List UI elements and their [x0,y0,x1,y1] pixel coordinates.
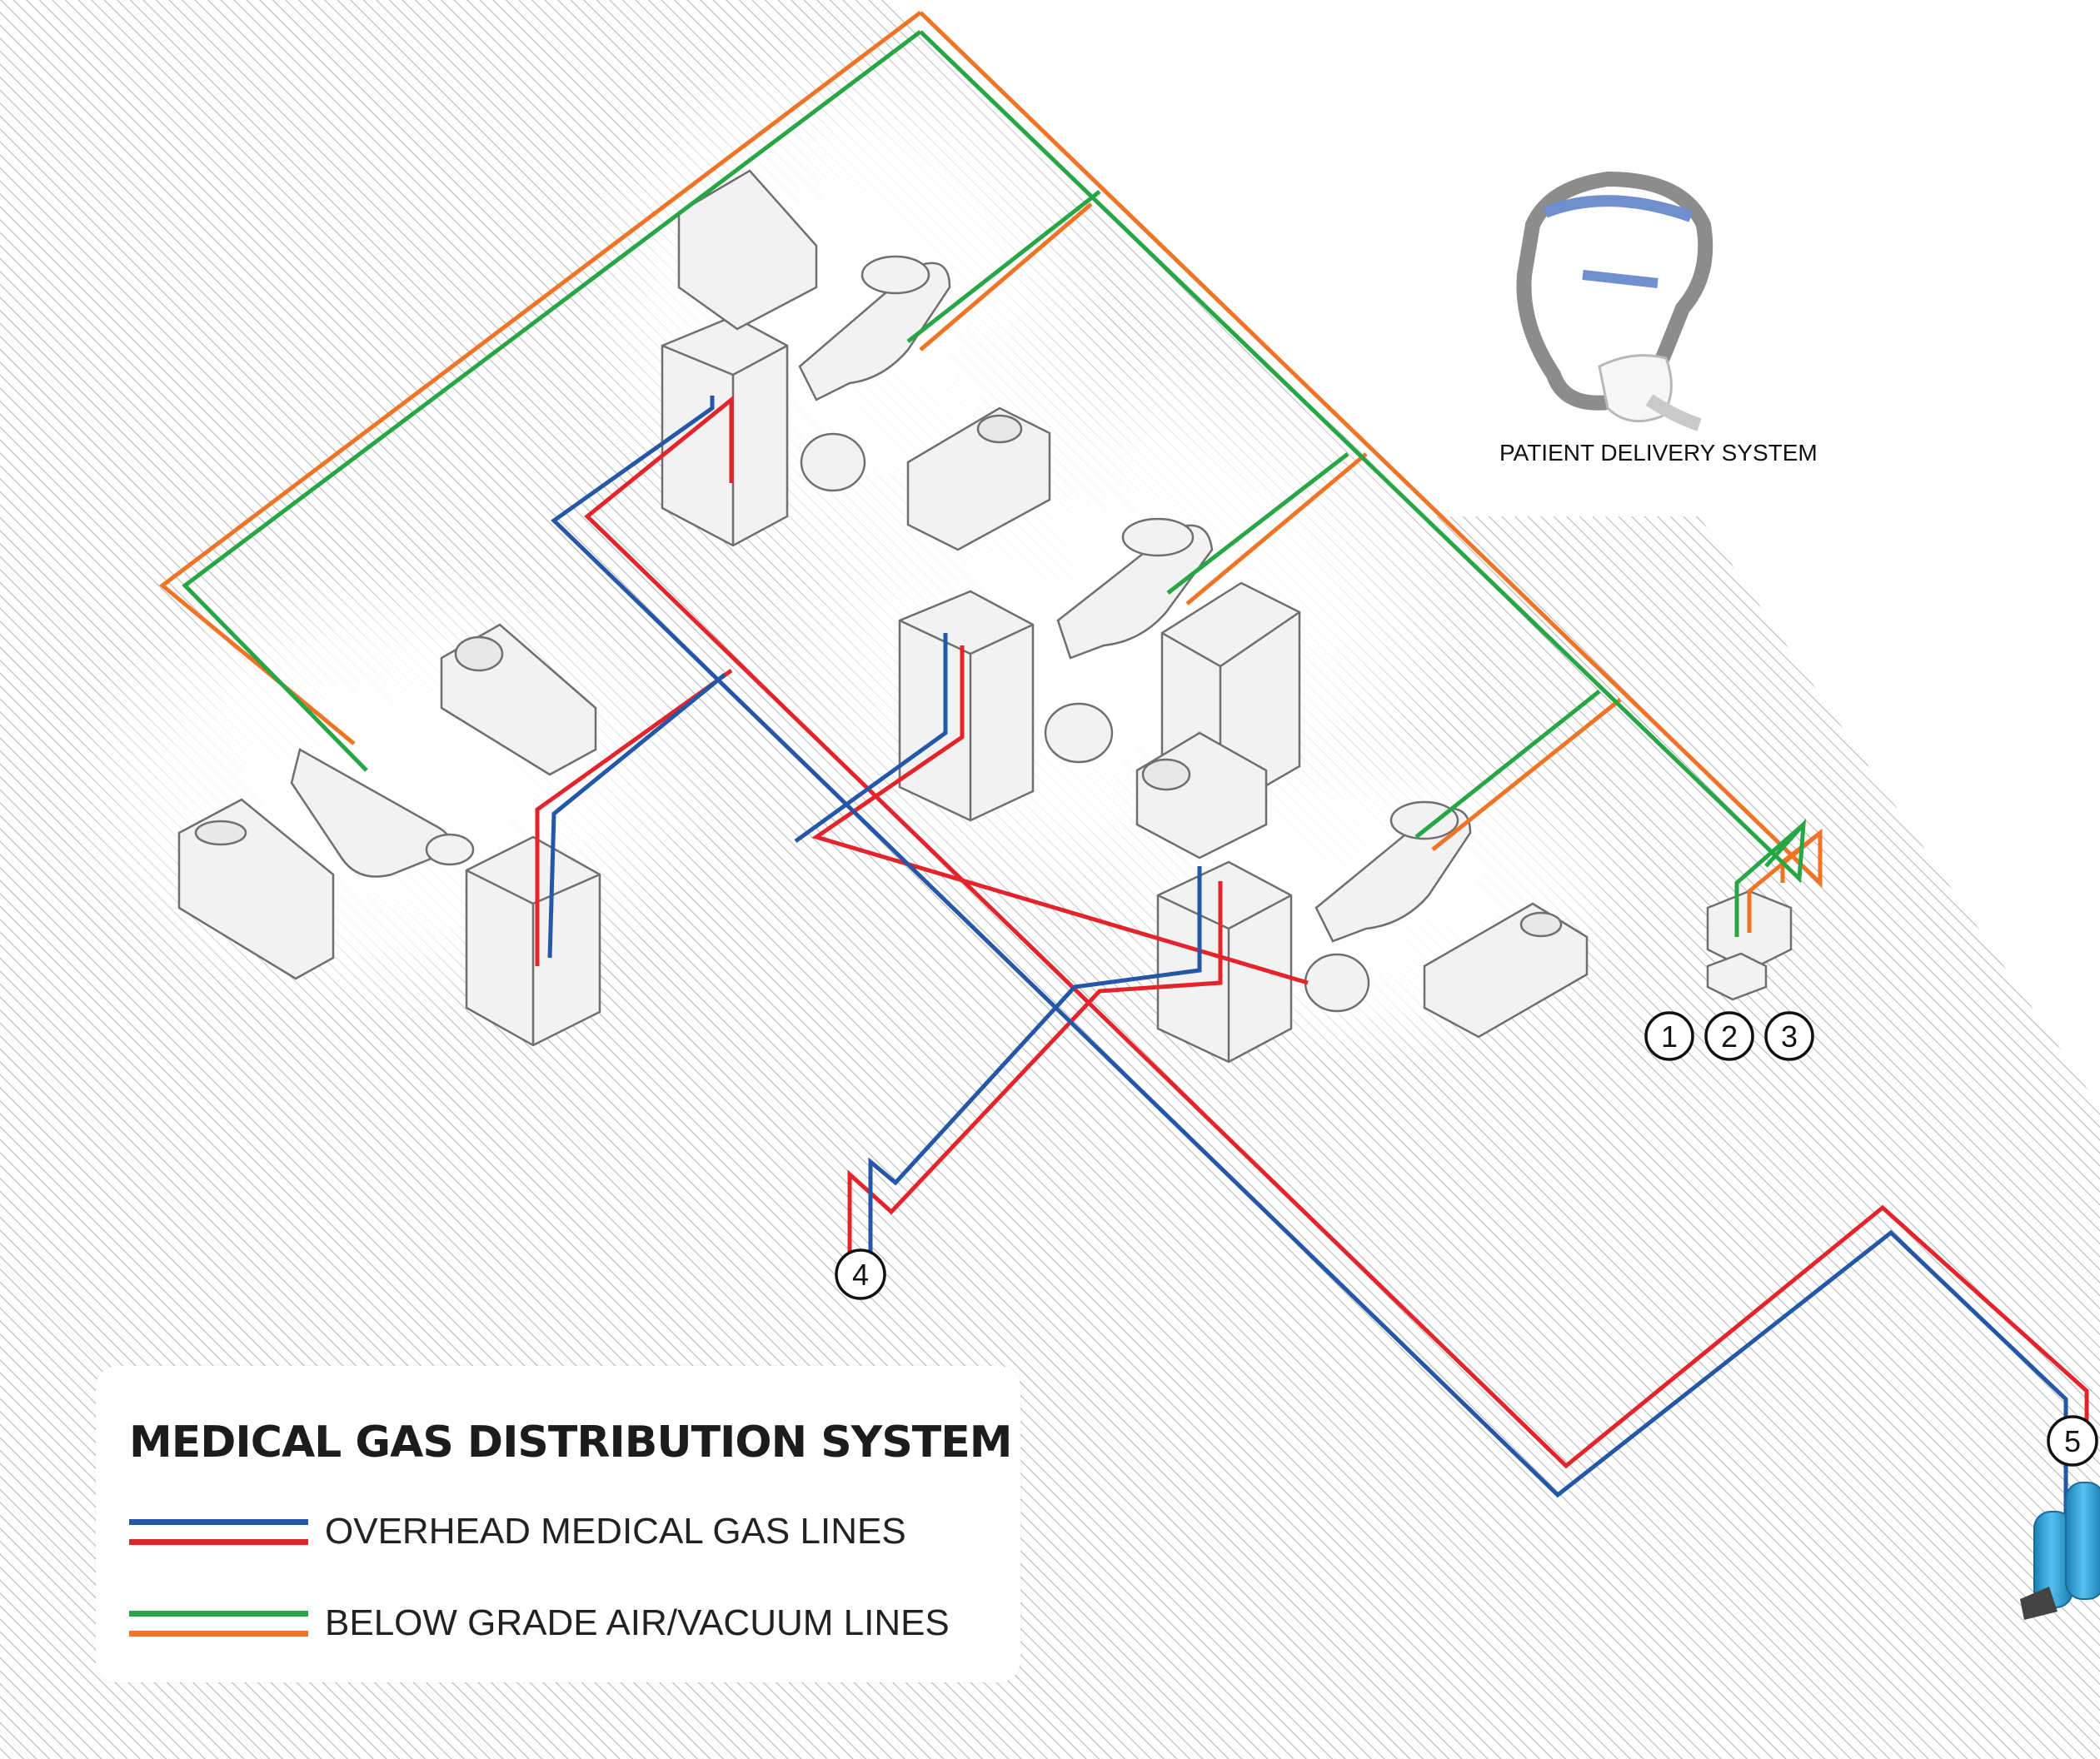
marker-2: 2 [1704,1011,1754,1061]
dental-chair-icon [1314,800,1472,943]
legend-swatch-overhead [129,1516,308,1549]
marker-2-label: 2 [1721,1019,1738,1054]
legend-line-red [129,1539,308,1545]
below-grade-air-lines [182,30,1807,937]
legend-label-overhead: OVERHEAD MEDICAL GAS LINES [325,1511,906,1552]
gas-cylinder-icon [2020,1482,2100,1620]
legend-line-orange [129,1631,308,1637]
marker-4: 4 [835,1248,886,1300]
sink-counter-icon [1423,902,1589,1039]
stool-icon [1304,953,1370,1013]
cabinet-icon [1156,860,1293,1064]
cabinet-icon [898,590,1035,822]
sink-counter-icon [677,169,818,331]
legend-title: MEDICAL GAS DISTRIBUTION SYSTEM [129,1418,1013,1467]
sink-counter-icon [440,623,597,776]
marker-1: 1 [1644,1011,1694,1061]
face-mask-icon [1516,171,1713,431]
dental-chair-icon [798,255,951,401]
marker-1-label: 1 [1661,1019,1678,1054]
stool-icon [1044,702,1114,764]
overhead-medical-gas-line-blue [547,396,2068,1557]
legend-line-green [129,1611,308,1617]
marker-4-label: 4 [852,1258,869,1292]
marker-3-label: 3 [1781,1019,1798,1054]
legend-label-below-grade: BELOW GRADE AIR/VACUUM LINES [325,1602,950,1643]
clinic-equipment [177,169,1793,1064]
legend-row-below-grade: BELOW GRADE AIR/VACUUM LINES [129,1599,1012,1649]
stool-icon [800,432,866,492]
cabinet-icon [465,835,601,1047]
marker-5: 5 [2047,1415,2098,1467]
dental-chair-icon [290,748,475,878]
marker-5-label: 5 [2064,1424,2081,1458]
sink-counter-icon [177,798,335,980]
sink-counter-icon [906,406,1051,551]
marker-3: 3 [1764,1011,1814,1061]
sink-counter-icon [1135,731,1268,860]
patient-delivery-system-label: PATIENT DELIVERY SYSTEM [1499,440,1818,466]
legend-swatch-below-grade [129,1607,308,1641]
legend: MEDICAL GAS DISTRIBUTION SYSTEM OVERHEAD… [96,1366,1020,1682]
overhead-medical-gas-line-red [535,395,2089,1469]
legend-row-overhead: OVERHEAD MEDICAL GAS LINES [129,1507,1012,1557]
dental-chair-icon [1056,517,1214,660]
legend-line-blue [129,1519,308,1525]
